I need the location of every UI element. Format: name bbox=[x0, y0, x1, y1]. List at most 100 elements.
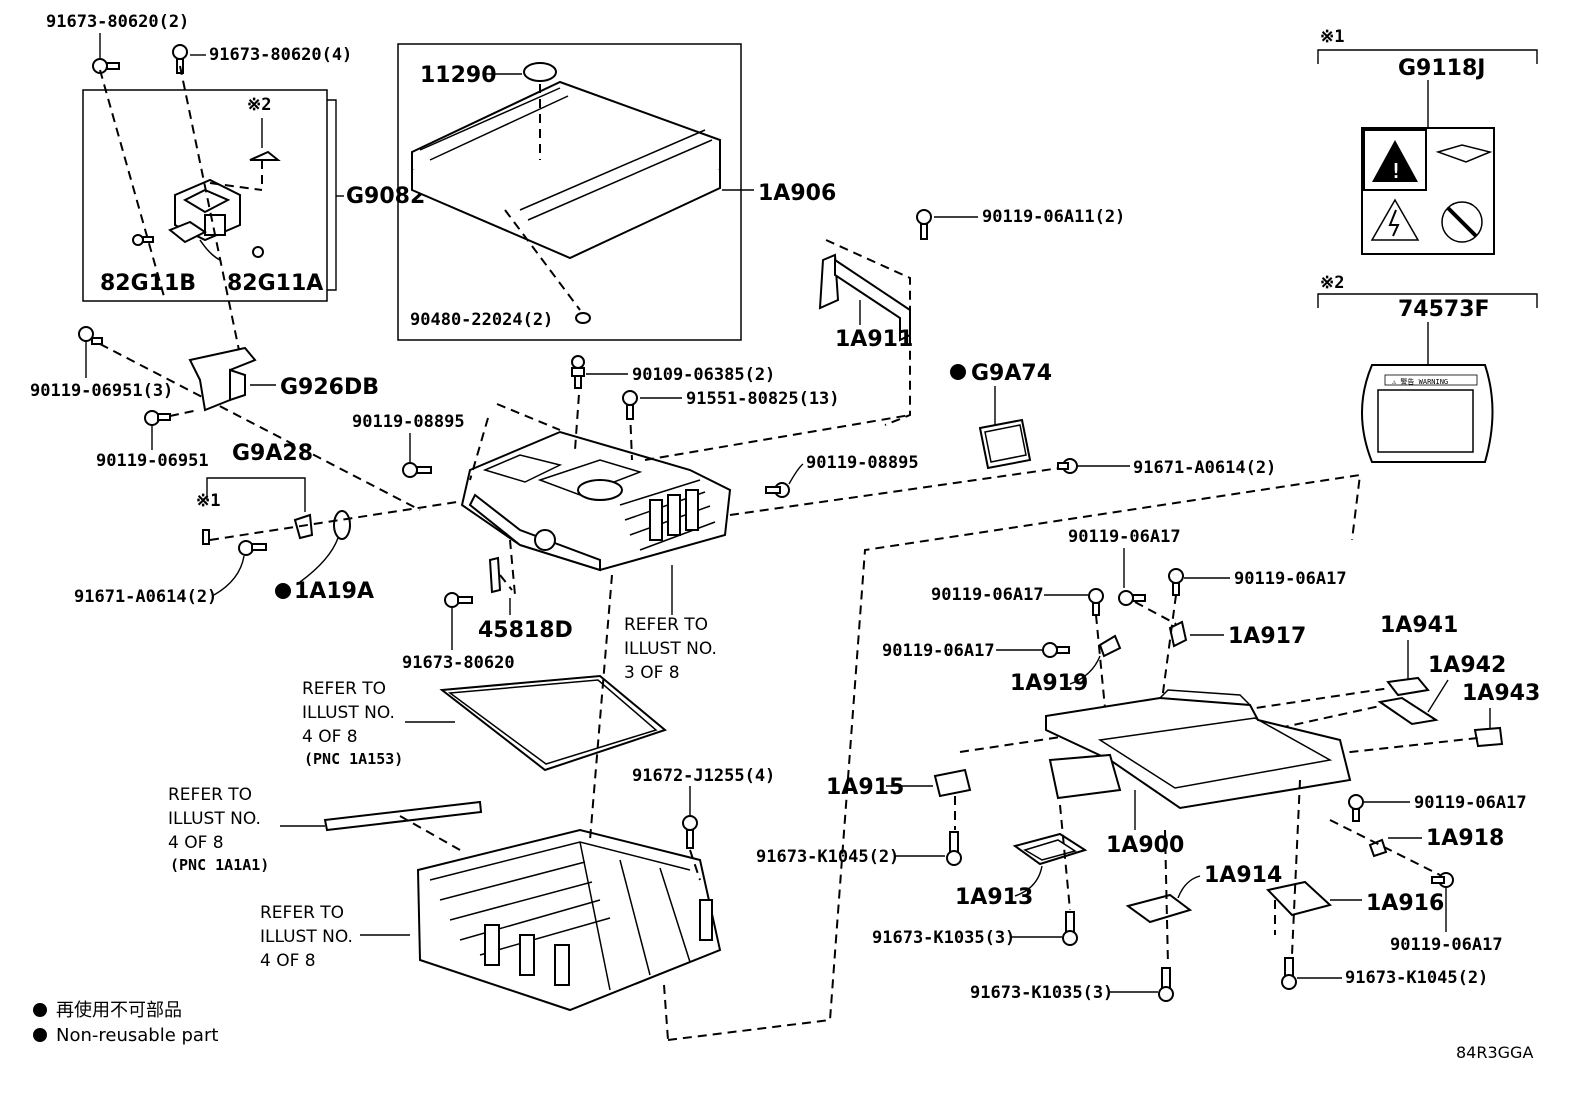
label-sticker bbox=[249, 150, 281, 161]
bolt-90119-06951-b bbox=[144, 410, 171, 426]
label-11290: 11290 bbox=[420, 63, 497, 88]
ref-pnc-1a1a1: (PNC 1A1A1) bbox=[170, 856, 269, 874]
bolt-91673-80620-a bbox=[92, 58, 120, 74]
label-90119-06a11: 90119-06A11(2) bbox=[982, 207, 1125, 227]
label-90119-06951-3: 90119-06951(3) bbox=[30, 381, 173, 401]
legend-en: Non-reusable part bbox=[56, 1025, 218, 1046]
bolt-90119-08895-b bbox=[765, 482, 790, 498]
bolt-90119-08895-a bbox=[402, 462, 432, 478]
label-06a17-d: 90119-06A17 bbox=[882, 641, 995, 661]
label-1a917: 1A917 bbox=[1228, 624, 1306, 649]
note-2-mark-b: ※2 bbox=[1320, 273, 1344, 293]
pad-1a943 bbox=[1473, 726, 1504, 748]
label-1a19a: 1A19A bbox=[294, 579, 374, 604]
label-06a17-e: 90119-06A17 bbox=[1414, 793, 1527, 813]
label-1a918: 1A918 bbox=[1426, 826, 1504, 851]
gasket-1a19a bbox=[333, 510, 351, 540]
label-1a943: 1A943 bbox=[1462, 681, 1540, 706]
bolt-06a17-c bbox=[1168, 568, 1184, 596]
emblem-11290 bbox=[523, 62, 557, 82]
bolt-k1035-a bbox=[1062, 911, 1078, 946]
label-1a941: 1A941 bbox=[1380, 613, 1458, 638]
label-91672-j1255: 91672-J1255(4) bbox=[632, 766, 775, 786]
high-voltage-icon bbox=[1370, 198, 1420, 241]
bracket-g926db bbox=[188, 346, 257, 412]
label-06a17-b: 90119-06A17 bbox=[931, 585, 1044, 605]
sticker-small bbox=[202, 529, 210, 545]
bolt-06a17-d bbox=[1042, 642, 1070, 658]
label-90109-06385: 90109-06385(2) bbox=[632, 365, 775, 385]
ref-4-of-8-c: REFER TO ILLUST NO. 4 OF 8 bbox=[260, 903, 358, 971]
label-g9a28: G9A28 bbox=[232, 441, 313, 466]
pad-1a941 bbox=[1386, 676, 1430, 697]
bolt-06a17-a bbox=[1118, 590, 1146, 606]
bracket-1a911 bbox=[818, 253, 911, 342]
cover-group-box bbox=[397, 43, 742, 341]
note-1-mark-b: ※1 bbox=[196, 491, 220, 511]
legend-bullet-jp bbox=[33, 1003, 47, 1017]
legend-bullet-en bbox=[33, 1028, 47, 1042]
bracket-1a916 bbox=[1266, 880, 1333, 917]
grommet-90480 bbox=[575, 312, 591, 324]
engine-cover-1a906 bbox=[411, 80, 721, 260]
bolt-91673-80620-c bbox=[444, 592, 473, 608]
label-91551-80825: 91551-80825(13) bbox=[686, 389, 840, 409]
legend-jp: 再使用不可部品 bbox=[56, 1000, 182, 1021]
caution-label-74573f: ⚠ 警告 WARNING bbox=[1361, 364, 1494, 463]
bracket-1a913 bbox=[1012, 832, 1088, 866]
ref-4-of-8-a: REFER TO ILLUST NO. 4 OF 8 bbox=[302, 679, 400, 747]
label-k1045-a: 91673-K1045(2) bbox=[756, 847, 899, 867]
tray-1a900 bbox=[1045, 689, 1352, 810]
label-1a919: 1A919 bbox=[1010, 671, 1088, 696]
label-91673-80620-4: 91673-80620(4) bbox=[209, 45, 352, 65]
bolt-06a17-e bbox=[1348, 794, 1364, 822]
label-91671-a0614-a: 91671-A0614(2) bbox=[74, 587, 217, 607]
bolt-91672-j1255 bbox=[682, 815, 698, 849]
note-2-mark-a: ※2 bbox=[247, 95, 271, 115]
sensor-bracket-g9082 bbox=[168, 178, 241, 261]
non-reusable-marker-g9a74 bbox=[950, 364, 966, 380]
label-g9a74: G9A74 bbox=[971, 361, 1052, 386]
bracket-45818d bbox=[488, 556, 502, 594]
manual-book-icon bbox=[1435, 144, 1493, 163]
pad-1a915 bbox=[933, 768, 972, 798]
label-06a17-c: 90119-06A17 bbox=[1234, 569, 1347, 589]
ref-3-of-8: REFER TO ILLUST NO. 3 OF 8 bbox=[624, 615, 722, 683]
label-1a913: 1A913 bbox=[955, 885, 1033, 910]
label-90119-06951: 90119-06951 bbox=[96, 451, 209, 471]
bolt-06a17-b bbox=[1088, 588, 1104, 616]
warning-triangle-icon bbox=[1372, 140, 1418, 182]
label-g926db: G926DB bbox=[280, 375, 379, 400]
note-1-mark-a: ※1 bbox=[1320, 27, 1344, 47]
label-90119-08895-a: 90119-08895 bbox=[352, 412, 465, 432]
diagram-id: 84R3GGA bbox=[1456, 1043, 1533, 1062]
label-06a17-a: 90119-06A17 bbox=[1068, 527, 1181, 547]
bolt-91671-a0614-a bbox=[238, 540, 267, 556]
label-91671-a0614-b: 91671-A0614(2) bbox=[1133, 458, 1276, 478]
label-45818d: 45818D bbox=[478, 618, 573, 643]
svg-text:!: ! bbox=[1390, 159, 1402, 183]
bolt-91671-a0614-b bbox=[1057, 458, 1078, 474]
label-90119-08895-b: 90119-08895 bbox=[806, 453, 919, 473]
warning-label-text: ⚠ 警告 WARNING bbox=[1392, 377, 1448, 386]
bracket-1a914 bbox=[1125, 893, 1193, 924]
label-k1045-b: 91673-K1045(2) bbox=[1345, 968, 1488, 988]
inverter-lower-assembly bbox=[416, 828, 722, 1012]
label-74573f: 74573F bbox=[1398, 297, 1490, 322]
bolt-k1035-b bbox=[1158, 967, 1174, 1002]
label-1a900: 1A900 bbox=[1106, 833, 1184, 858]
label-1a906: 1A906 bbox=[758, 181, 836, 206]
no-touch-icon bbox=[1441, 201, 1483, 243]
bolt-06a17-f bbox=[1431, 872, 1454, 888]
bolt-90119-06a11 bbox=[916, 209, 932, 240]
label-82g11a: 82G11A bbox=[227, 271, 323, 296]
label-1a916: 1A916 bbox=[1366, 891, 1444, 916]
strip-1a1a1 bbox=[323, 800, 483, 832]
non-reusable-marker-1a19a bbox=[275, 583, 291, 599]
pad-1a942 bbox=[1377, 696, 1439, 726]
label-k1035-a: 91673-K1035(3) bbox=[872, 928, 1015, 948]
ref-pnc-1a153: (PNC 1A153) bbox=[304, 750, 403, 768]
label-91673-80620-2: 91673-80620(2) bbox=[46, 12, 189, 32]
label-g9118j: G9118J bbox=[1398, 56, 1485, 81]
